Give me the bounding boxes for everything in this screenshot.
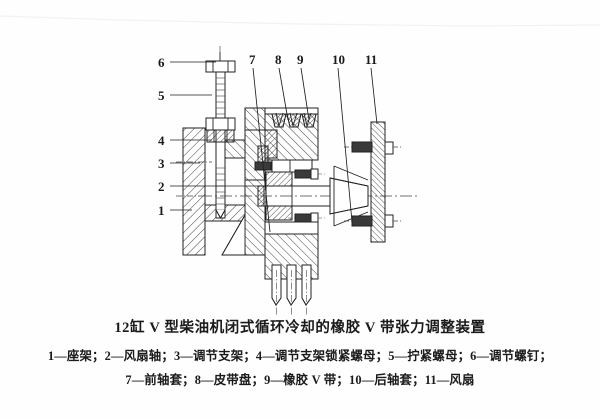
bracket-screw-arm [220, 139, 246, 159]
lower-ledge [264, 221, 319, 235]
callout-4: 4 [158, 133, 165, 148]
technical-drawing: 6 5 4 3 2 1 7 8 9 10 11 [0, 15, 600, 315]
screw-head-hex [205, 60, 236, 73]
callout-5: 5 [158, 88, 165, 103]
callout-7: 7 [249, 52, 256, 67]
part-fan-shaft [200, 185, 420, 207]
part-adjusting-bracket [221, 107, 266, 256]
part-rear-bushing [329, 165, 369, 227]
part-tighten-nut [205, 117, 236, 131]
part-front-bushing [265, 171, 293, 221]
figure-legend-line-2: 7—前轴套；8—皮带盘；9—橡胶 V 带；10—后轴套；11—风扇 [125, 373, 475, 387]
part-base-frame [182, 127, 206, 256]
callout-6: 6 [158, 55, 165, 70]
figure-legend-line-1: 1—座架；2—风扇轴；3—调节支架；4—调节支架锁紧螺母；5—拧紧螺母；6—调节… [47, 349, 553, 363]
figure-title: 12缸 V 型柴油机闭式循环冷却的橡胶 V 带张力调整装置 [114, 320, 486, 336]
callout-9: 9 [297, 52, 304, 67]
callout-leaders [170, 61, 378, 233]
bracket-upper-detail [264, 129, 278, 159]
figure-caption: 12缸 V 型柴油机闭式循环冷却的橡胶 V 带张力调整装置 1—座架；2—风扇轴… [0, 318, 600, 391]
callout-2: 2 [158, 179, 165, 194]
pulley-bolts [288, 168, 325, 224]
seal-detail [257, 185, 267, 207]
callout-11: 11 [365, 52, 377, 67]
callout-8: 8 [275, 52, 282, 67]
callout-10: 10 [332, 52, 345, 67]
part-fan-plate [370, 121, 386, 243]
callout-3: 3 [158, 156, 165, 171]
part-v-belts [271, 113, 317, 315]
callout-1: 1 [158, 203, 165, 218]
part-lock-nut [206, 129, 235, 143]
